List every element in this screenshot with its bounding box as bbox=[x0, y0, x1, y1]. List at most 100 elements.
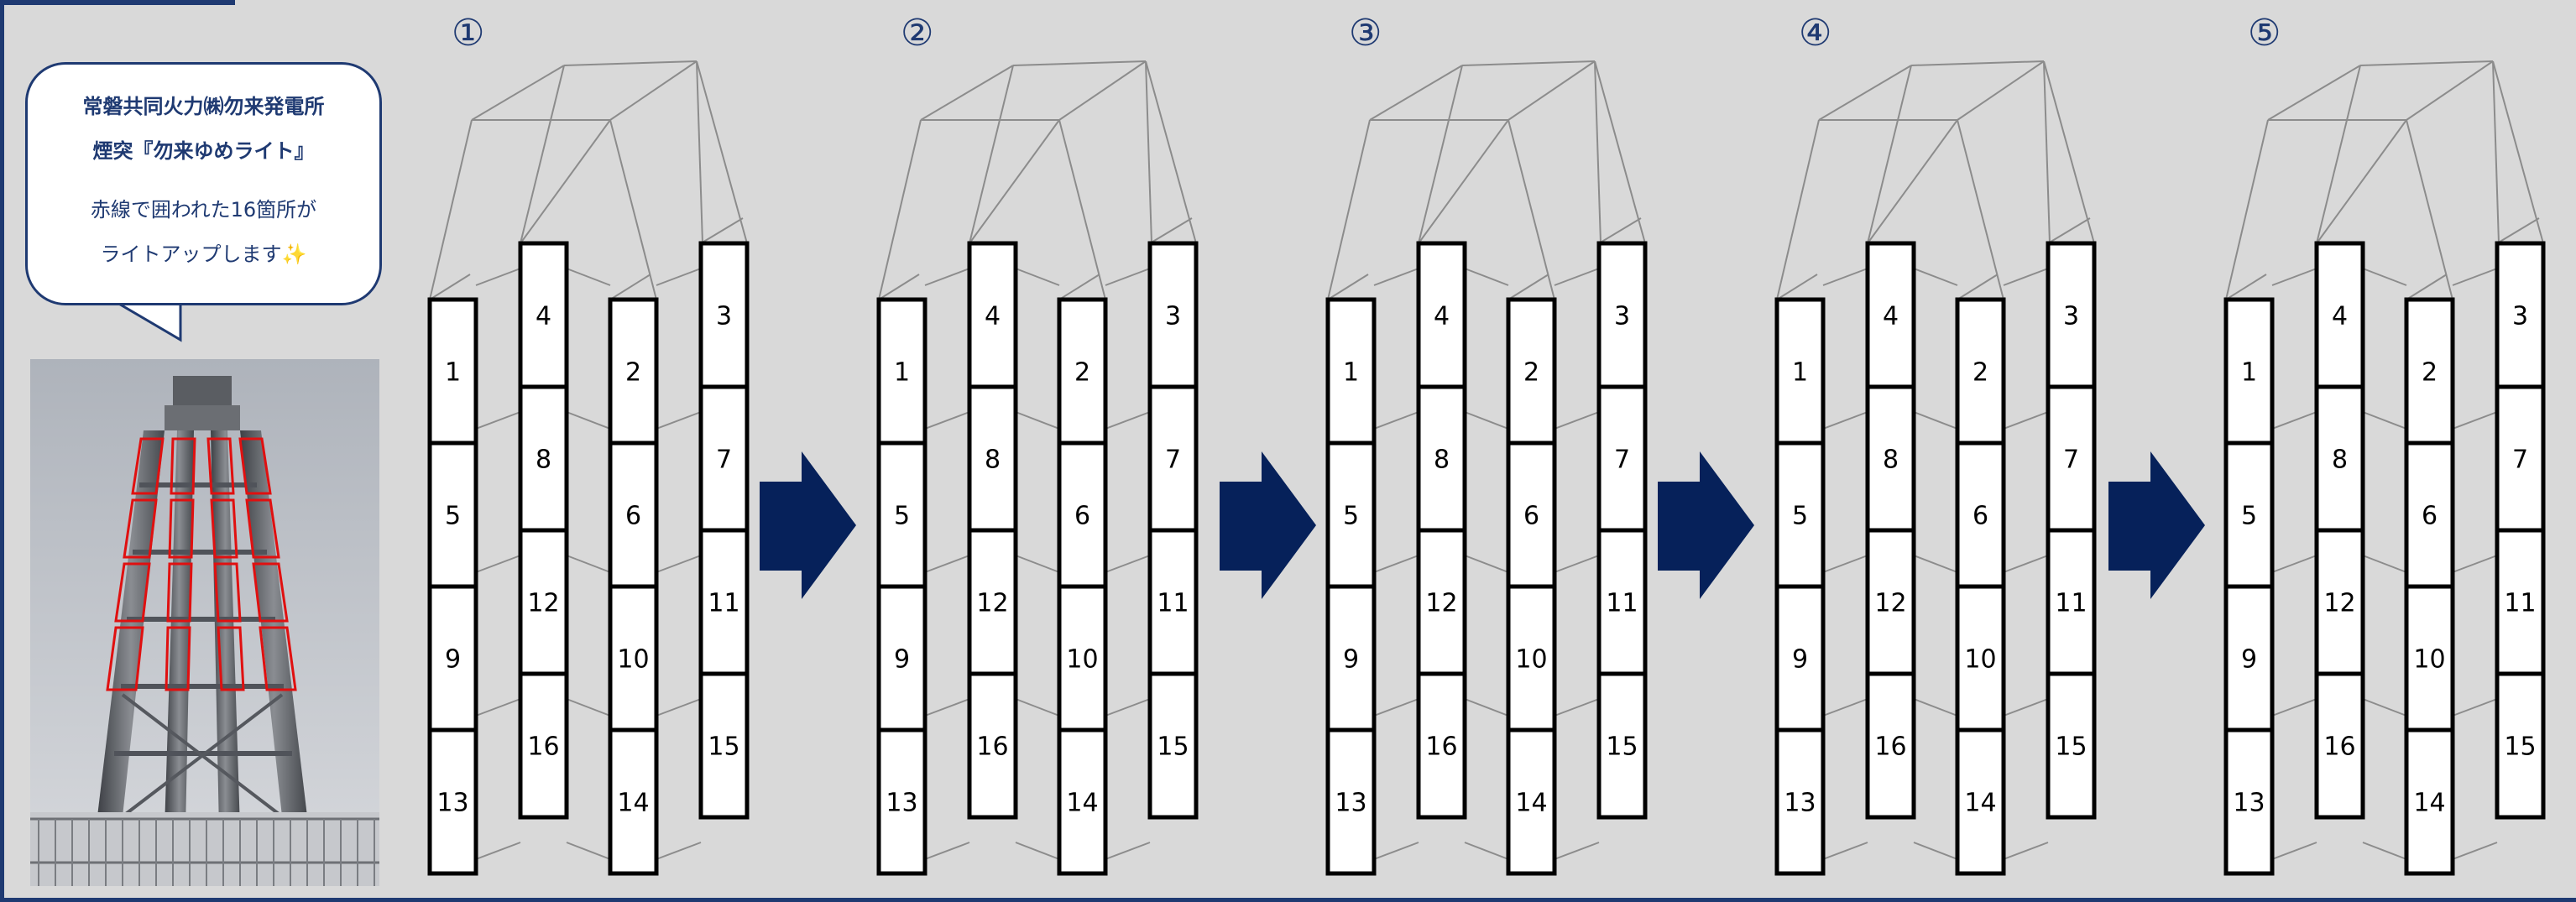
connector-line bbox=[2452, 411, 2498, 430]
connector-line bbox=[2003, 555, 2049, 573]
panel-number: 6 bbox=[1523, 502, 1539, 531]
connector-line bbox=[566, 555, 611, 573]
connector-line bbox=[1913, 842, 1958, 860]
panel-number: 12 bbox=[2323, 589, 2355, 618]
panel-number: 10 bbox=[617, 645, 649, 675]
connector-line bbox=[1373, 411, 1419, 430]
frame-line bbox=[1594, 60, 1646, 244]
panel-number: 1 bbox=[2241, 358, 2257, 388]
panel-number: 6 bbox=[1972, 502, 1988, 531]
frame-line bbox=[1867, 119, 1958, 244]
connector-line bbox=[1554, 555, 1600, 573]
connector-line bbox=[1015, 698, 1060, 717]
panel-number: 16 bbox=[1874, 733, 1906, 762]
connector-line bbox=[2362, 555, 2407, 573]
connector-line bbox=[1015, 842, 1060, 860]
light-panel bbox=[1416, 671, 1467, 820]
panel-number: 5 bbox=[1792, 502, 1808, 531]
frame-line bbox=[696, 60, 748, 244]
connector-line bbox=[656, 411, 702, 430]
step-number-4: ④ bbox=[1799, 12, 1832, 55]
panel-number: 2 bbox=[2422, 358, 2438, 388]
panel-number: 2 bbox=[625, 358, 641, 388]
right-arrow-icon bbox=[1658, 451, 1754, 599]
light-panel bbox=[518, 384, 569, 533]
light-panel bbox=[2223, 727, 2275, 876]
connector-line bbox=[1105, 555, 1151, 573]
panel-number: 14 bbox=[1515, 789, 1547, 818]
light-panel bbox=[967, 528, 1018, 676]
light-panel bbox=[2314, 671, 2365, 820]
frame-line bbox=[1776, 119, 1820, 300]
frame-line bbox=[1818, 65, 1912, 121]
connector-line bbox=[566, 842, 611, 860]
frame-line bbox=[2267, 65, 2361, 121]
panel-number: 1 bbox=[1792, 358, 1808, 388]
connector-line bbox=[1822, 698, 1868, 717]
connector-line bbox=[1015, 411, 1060, 430]
frame-line bbox=[1058, 119, 1106, 300]
connector-line bbox=[924, 411, 970, 430]
frame-line bbox=[2359, 60, 2494, 66]
panel-number: 13 bbox=[1784, 789, 1816, 818]
frame-line bbox=[1910, 60, 2045, 66]
connector-line bbox=[2362, 268, 2407, 286]
panel-number: 10 bbox=[1515, 645, 1547, 675]
frame-line bbox=[1058, 60, 1147, 121]
frame-line bbox=[429, 119, 473, 300]
frame-line bbox=[2043, 60, 2051, 244]
light-panel bbox=[427, 441, 478, 589]
light-panel bbox=[876, 584, 927, 733]
panel-number: 7 bbox=[1614, 446, 1630, 475]
connector-line bbox=[656, 698, 702, 717]
panel-number: 5 bbox=[894, 502, 910, 531]
light-panel bbox=[698, 671, 750, 820]
connector-line bbox=[1015, 268, 1060, 286]
panel-number: 15 bbox=[1157, 733, 1189, 762]
panel-number: 9 bbox=[1792, 645, 1808, 675]
frame-line bbox=[969, 119, 1060, 244]
frame-line bbox=[1369, 65, 1463, 121]
panel-number: 14 bbox=[617, 789, 649, 818]
panel-number: 16 bbox=[1425, 733, 1457, 762]
light-panel bbox=[2404, 441, 2455, 589]
chimney-photo bbox=[30, 359, 379, 886]
light-panel bbox=[2495, 671, 2546, 820]
light-panel bbox=[1774, 727, 1826, 876]
panel-number: 2 bbox=[1523, 358, 1539, 388]
light-panel bbox=[427, 727, 478, 876]
light-panel bbox=[1955, 727, 2006, 876]
diagonal-line bbox=[1058, 274, 1100, 300]
connector-line bbox=[1822, 842, 1868, 860]
connector-line bbox=[475, 698, 521, 717]
light-panel bbox=[698, 528, 750, 676]
panel-number: 3 bbox=[1614, 302, 1630, 331]
diagonal-line bbox=[700, 217, 744, 244]
connector-line bbox=[2362, 411, 2407, 430]
connector-line bbox=[656, 268, 702, 286]
bubble-title-line1: 常磐共同火力㈱勿来発電所 bbox=[82, 95, 325, 118]
panel-number: 13 bbox=[436, 789, 468, 818]
connector-line bbox=[1373, 555, 1419, 573]
connector-line bbox=[1822, 555, 1868, 573]
connector-line bbox=[1105, 411, 1151, 430]
diagonal-line bbox=[2406, 274, 2448, 300]
light-panel bbox=[876, 441, 927, 589]
connector-line bbox=[924, 842, 970, 860]
light-panel bbox=[1955, 441, 2006, 589]
frame-line bbox=[1012, 60, 1147, 66]
light-panel bbox=[1506, 584, 1557, 733]
connector-line bbox=[1105, 268, 1151, 286]
connector-line bbox=[2271, 268, 2317, 286]
connector-line bbox=[2003, 268, 2049, 286]
connector-line bbox=[566, 698, 611, 717]
connector-line bbox=[656, 555, 702, 573]
light-panel bbox=[1325, 441, 1377, 589]
frame-line bbox=[471, 65, 565, 121]
frame-line bbox=[1594, 60, 1602, 244]
frame-line bbox=[1327, 119, 1371, 300]
connector-line bbox=[475, 411, 521, 430]
frame-line bbox=[2492, 60, 2500, 244]
panel-number: 6 bbox=[2422, 502, 2438, 531]
